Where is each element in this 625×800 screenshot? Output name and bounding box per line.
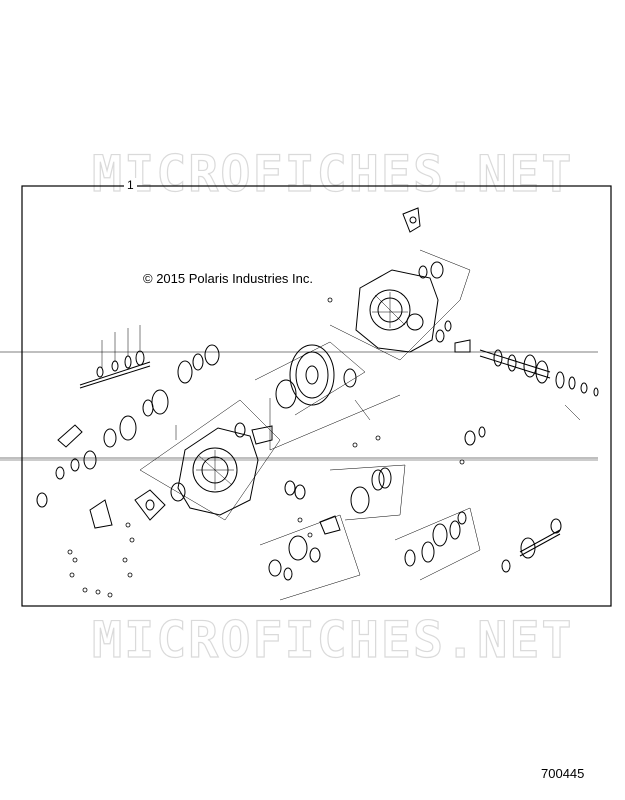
copyright-notice: © 2015 Polaris Industries Inc.: [143, 271, 313, 286]
actuator-part: [57, 424, 83, 448]
drawing-number: 700445: [541, 766, 585, 781]
watermark-bottom: MICROFICHES.NET: [91, 611, 574, 669]
assembly-frame-label: 1: [124, 178, 137, 192]
bracket-lower: [89, 499, 113, 529]
watermark-top: MICROFICHES.NET: [91, 145, 574, 203]
housing-lower: [170, 422, 273, 516]
housing-upper: [355, 269, 439, 353]
gear-stack-right: [404, 426, 562, 573]
gear-stack-center: [268, 467, 392, 581]
gear-stack-mid: [36, 344, 220, 508]
callout-box-upper: [329, 249, 471, 361]
shaft-stack-left: [79, 350, 151, 389]
assembly-frame: [21, 185, 612, 607]
output-shaft: [479, 349, 599, 397]
fastener-set: [67, 297, 465, 598]
bracket-part: [402, 207, 421, 233]
large-gear: [275, 344, 357, 409]
seal-ring: [430, 261, 444, 279]
callout-box-lower: [139, 399, 281, 521]
leader-lines: [101, 325, 581, 440]
callout-box-gear: [254, 341, 366, 416]
